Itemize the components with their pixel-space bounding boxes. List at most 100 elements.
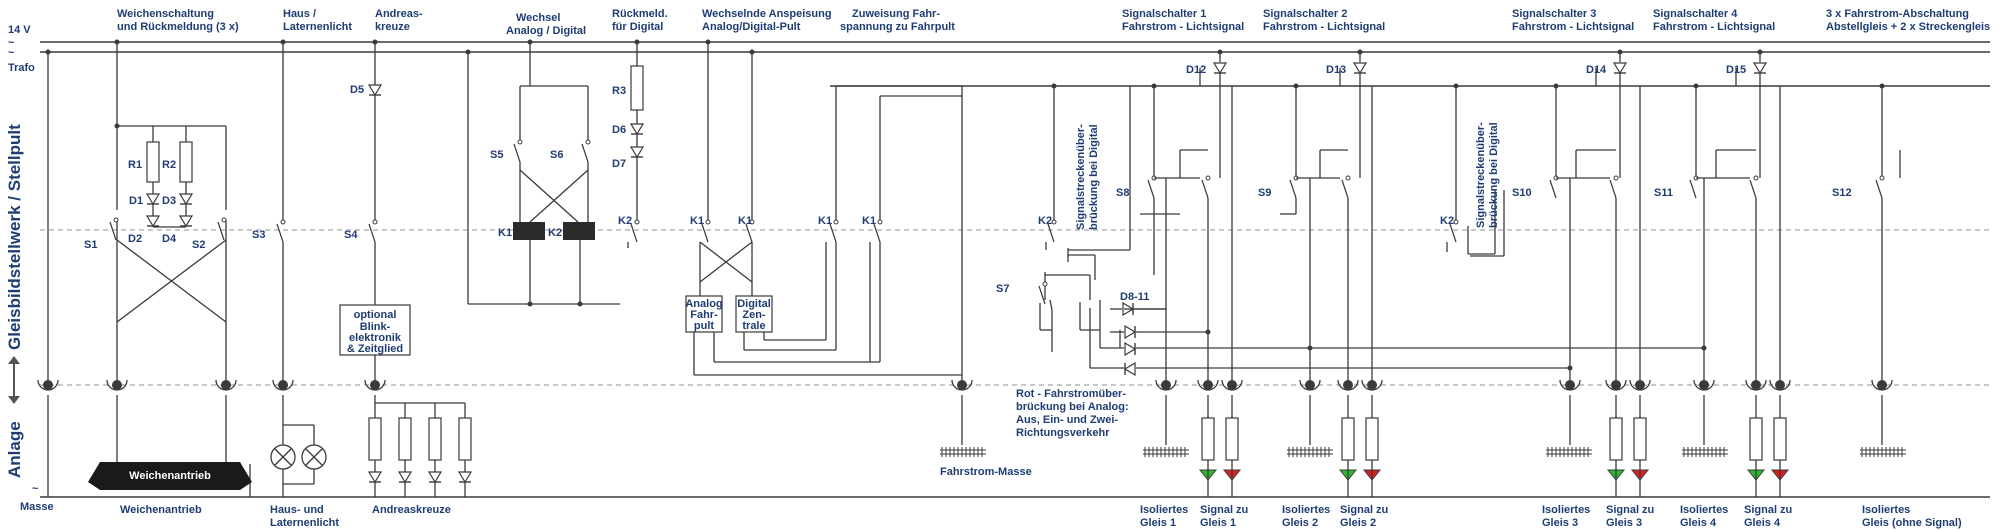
signal-block-b: Signalstreckenüber- brückung bei Digital… <box>1310 49 1791 497</box>
header-wechsel-2: Analog / Digital <box>506 25 586 37</box>
rail-symbol-ac2: ~ <box>8 47 15 59</box>
rail-label-masse: Masse <box>20 501 54 513</box>
rot-note-2: brückung bei Analog: <box>1016 401 1129 413</box>
header-sig2-2: Fahrstrom - Lichtsignal <box>1263 21 1385 33</box>
footer-iso1-2: Gleis 1 <box>1140 517 1176 529</box>
header-sig1-1: Signalschalter 1 <box>1122 8 1206 20</box>
footer-sig3-1: Signal zu <box>1606 504 1654 516</box>
label-k1-c: K1 <box>818 215 832 227</box>
footer-iso3-1: Isoliertes <box>1542 504 1590 516</box>
footer-iso4-1: Isoliertes <box>1680 504 1728 516</box>
footer-iso5-1: Isoliertes <box>1862 504 1910 516</box>
weichenantrieb-box <box>88 462 252 490</box>
footer-iso1-1: Isoliertes <box>1140 504 1188 516</box>
analog-label-3: pult <box>694 320 714 332</box>
label-d15: D15 <box>1726 64 1746 76</box>
digital-zentrale-box <box>735 295 773 333</box>
digital-label-3: trale <box>742 320 765 332</box>
analog-fahrpult-box <box>685 295 723 333</box>
header-sig4-1: Signalschalter 4 <box>1653 8 1738 20</box>
power-rails: 14 V ~ ~ Trafo ~ Masse <box>8 24 1990 513</box>
label-s8: S8 <box>1116 187 1129 199</box>
label-d12: D12 <box>1186 64 1206 76</box>
label-s9: S9 <box>1258 187 1271 199</box>
header-haus-2: Laternenlicht <box>283 21 352 33</box>
footer-sig4-2: Gleis 4 <box>1744 517 1781 529</box>
header-sig4-2: Fahrstrom - Lichtsignal <box>1653 21 1775 33</box>
label-s1: S1 <box>84 239 97 251</box>
label-r2: R2 <box>162 159 176 171</box>
andreas-section: optional Blink- elektronik & Zeitglied D… <box>339 39 472 497</box>
ueber2-line1: Signalstreckenüber- <box>1475 122 1487 228</box>
footer-iso4-2: Gleis 4 <box>1680 517 1717 529</box>
footer-sig3-2: Gleis 3 <box>1606 517 1642 529</box>
ueber1-line1: Signalstreckenüber- <box>1075 124 1087 230</box>
label-k1-relay: K1 <box>498 227 512 239</box>
header-wechsel-1: Wechsel <box>516 12 560 24</box>
header-drei-1: 3 x Fahrstrom-Abschaltung <box>1826 8 1969 20</box>
label-d14: D14 <box>1586 64 1607 76</box>
footer-iso2-2: Gleis 2 <box>1282 517 1318 529</box>
header-rueck-2: für Digital <box>612 21 663 33</box>
header-sig3-1: Signalschalter 3 <box>1512 8 1596 20</box>
header-andreas-2: kreuze <box>375 21 410 33</box>
label-d6: D6 <box>612 124 626 136</box>
footer-weichenantrieb: Weichenantrieb <box>120 504 202 516</box>
zuweisung-section: Fahrstrom-Masse K1 K1 <box>818 85 1032 478</box>
header-haus-1: Haus / <box>283 8 316 20</box>
rot-note-3: Aus, Ein- und Zwei- <box>1016 414 1118 426</box>
signal-block-a: Signalstreckenüber- brückung bei Digital… <box>996 49 1573 497</box>
header-andreas-1: Andreas- <box>375 8 423 20</box>
weichen-section: Weichenantrieb R1 R2 D1 D3 D2 D4 S1 S2 <box>37 39 252 497</box>
wechsel-section: K1 K2 S5 S6 <box>465 39 620 307</box>
footer-iso5-2: Gleis (ohne Signal) <box>1862 517 1962 529</box>
digital-label-1: Digital <box>737 298 771 310</box>
section-headers: Weichenschaltung und Rückmeldung (3 x) H… <box>117 8 1990 37</box>
wechselnd-section: Analog Fahr- pult Digital Zen- trale K1 … <box>685 39 962 376</box>
label-s3: S3 <box>252 229 265 241</box>
label-r1: R1 <box>128 159 142 171</box>
fahrstrom-masse-label: Fahrstrom-Masse <box>940 466 1032 478</box>
label-s6: S6 <box>550 149 563 161</box>
ueber1-line2: brückung bei Digital <box>1088 124 1100 230</box>
blink-box <box>339 304 411 356</box>
header-sig3-2: Fahrstrom - Lichtsignal <box>1512 21 1634 33</box>
blink-label-1: optional <box>354 309 397 321</box>
label-k1-b: K1 <box>738 215 752 227</box>
footer-iso3-2: Gleis 3 <box>1542 517 1578 529</box>
header-wechselnd-1: Wechselnde Anspeisung <box>702 8 832 20</box>
blink-label-3: elektronik <box>349 332 402 344</box>
label-s4: S4 <box>344 229 358 241</box>
footer-sig2-2: Gleis 2 <box>1340 517 1376 529</box>
ueber2-line2: brückung bei Digital <box>1488 122 1500 228</box>
header-sig2-1: Signalschalter 2 <box>1263 8 1347 20</box>
weichenantrieb-box-label: Weichenantrieb <box>129 470 211 482</box>
footer-andreas: Andreaskreuze <box>372 504 451 516</box>
rail-symbol-ac3: ~ <box>32 483 39 495</box>
footer-haus-1: Haus- und <box>270 504 324 516</box>
double-arrow-icon <box>8 356 20 404</box>
side-label-anlage: Anlage <box>5 421 24 478</box>
label-k2-signal-b: K2 <box>1440 215 1454 227</box>
label-d4: D4 <box>162 233 177 245</box>
label-s10: S10 <box>1512 187 1532 199</box>
label-d3: D3 <box>162 195 176 207</box>
label-s7: S7 <box>996 283 1009 295</box>
footer-sig1-1: Signal zu <box>1200 504 1248 516</box>
label-d8-11: D8-11 <box>1120 291 1149 303</box>
blink-label-4: & Zeitglied <box>347 343 403 355</box>
label-k2-relay: K2 <box>548 227 562 239</box>
footer-haus-2: Laternenlicht <box>270 517 339 529</box>
header-wechselnd-2: Analog/Digital-Pult <box>702 21 801 33</box>
label-d5: D5 <box>350 84 364 96</box>
haus-section: S3 <box>252 39 327 497</box>
header-weichen-1: Weichenschaltung <box>117 8 214 20</box>
rueck-section: R3 D6 D7 K2 <box>612 39 644 248</box>
rail-label-trafo: Trafo <box>8 62 35 74</box>
footer-labels: Weichenantrieb Haus- und Laternenlicht A… <box>120 504 1962 529</box>
rot-note-1: Rot - Fahrstromüber- <box>1016 388 1126 400</box>
header-weichen-2: und Rückmeldung (3 x) <box>117 21 239 33</box>
header-drei-2: Abstellgleis + 2 x Streckengleis <box>1826 21 1990 33</box>
relay-k2 <box>563 222 595 240</box>
